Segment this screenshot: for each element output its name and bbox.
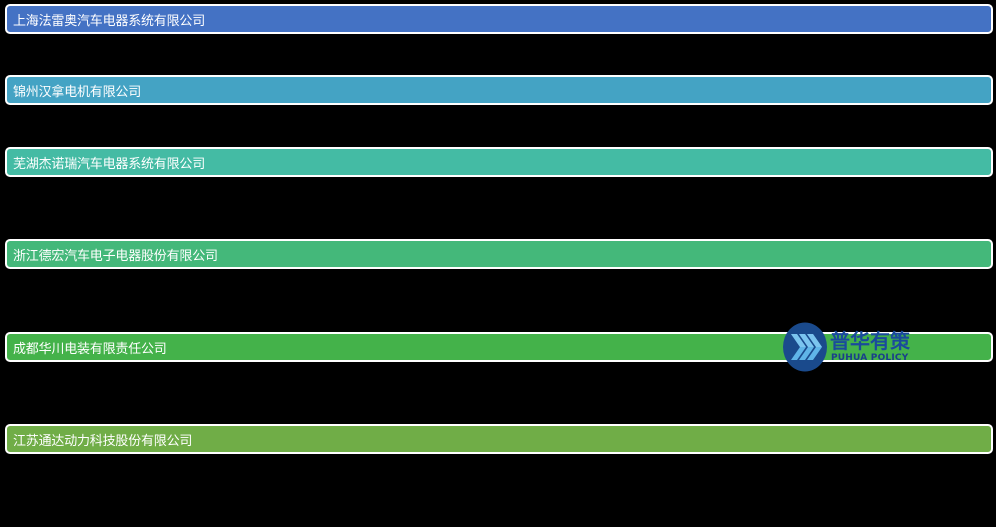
company-bar-2: 锦州汉拿电机有限公司 <box>5 75 993 105</box>
company-name: 成都华川电装有限责任公司 <box>13 341 167 357</box>
company-bar-4: 浙江德宏汽车电子电器股份有限公司 <box>5 239 993 269</box>
logo-chinese-text: 普华有策 <box>830 329 910 353</box>
company-bar-3: 芜湖杰诺瑞汽车电器系统有限公司 <box>5 147 993 177</box>
logo-english-text: PUHUA POLICY <box>831 353 909 363</box>
company-bar-1: 上海法雷奥汽车电器系统有限公司 <box>5 4 993 34</box>
chevron-circle-icon <box>783 322 827 372</box>
puhua-policy-logo: 普华有策 PUHUA POLICY <box>782 322 912 374</box>
company-bar-5: 成都华川电装有限责任公司 <box>5 332 993 362</box>
company-name: 上海法雷奥汽车电器系统有限公司 <box>13 13 206 29</box>
company-name: 芜湖杰诺瑞汽车电器系统有限公司 <box>13 156 206 172</box>
company-name: 浙江德宏汽车电子电器股份有限公司 <box>13 248 218 264</box>
company-bar-6: 江苏通达动力科技股份有限公司 <box>5 424 993 454</box>
company-name: 江苏通达动力科技股份有限公司 <box>13 433 193 449</box>
company-name: 锦州汉拿电机有限公司 <box>13 84 142 100</box>
